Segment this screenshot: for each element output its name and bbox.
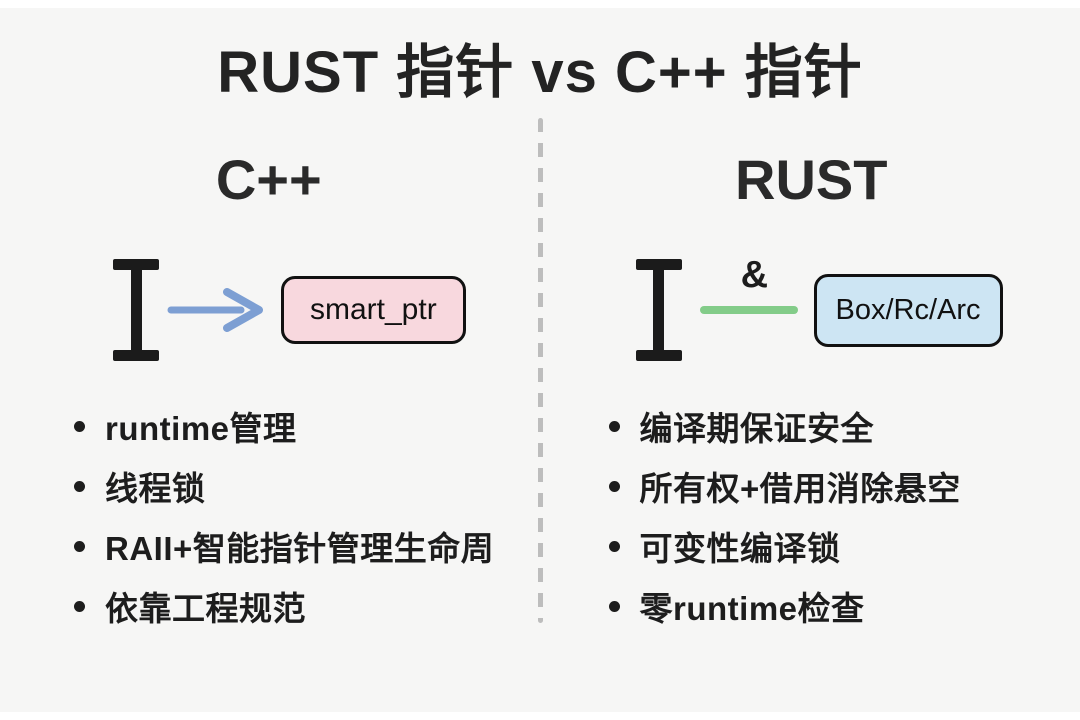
bullet-dot-icon	[608, 540, 620, 552]
page-title: RUST 指针 vs C++ 指针	[217, 40, 863, 105]
borrow-connector: &	[699, 254, 798, 314]
bullet-text: 所有权+借用消除悬空	[639, 470, 961, 507]
bullet-dot-icon	[74, 600, 85, 612]
pointer-symbol-icon	[113, 259, 159, 361]
bullet-dot-icon	[74, 540, 85, 552]
list-item: 所有权+借用消除悬空	[608, 466, 1080, 507]
arrow-right-icon	[167, 288, 263, 332]
ampersand-label: &	[740, 254, 769, 296]
bullet-text: 线程锁	[105, 470, 206, 507]
bullet-text: 可变性编译锁	[639, 530, 841, 567]
bullet-dot-icon	[74, 420, 85, 432]
column-cpp: C++ smart_ptr ru	[0, 108, 538, 646]
list-item: 编译期保证安全	[608, 406, 1080, 447]
cpp-smart-ptr-box: smart_ptr	[281, 276, 466, 344]
column-rust: RUST & Box/Rc/Arc	[543, 108, 1080, 646]
cpp-pointer-diagram: smart_ptr	[113, 258, 538, 362]
ibeam-stem	[653, 270, 664, 350]
bullet-dot-icon	[608, 480, 620, 492]
bullet-dot-icon	[74, 480, 85, 492]
bullet-text: 编译期保证安全	[639, 410, 874, 447]
list-item: RAII+智能指针管理生命周	[74, 526, 538, 567]
diagram-canvas: RUST 指针 vs C++ 指针 C++ smart_ptr	[0, 8, 1080, 712]
ibeam-bottom-bar	[635, 350, 682, 361]
column-rust-heading: RUST	[735, 148, 888, 211]
ibeam-stem	[130, 270, 142, 350]
list-item: 零runtime检查	[608, 586, 1080, 627]
bullet-dot-icon	[608, 600, 620, 612]
bullet-text: RAII+智能指针管理生命周	[105, 530, 495, 567]
list-item: runtime管理	[74, 406, 538, 447]
rust-bullet-list: 编译期保证安全 所有权+借用消除悬空 可变性编译锁 零runtime检查	[608, 406, 1080, 627]
pointer-symbol-icon	[635, 259, 682, 361]
rust-pointer-diagram: & Box/Rc/Arc	[635, 254, 1080, 362]
ibeam-top-bar	[113, 259, 159, 270]
bullet-text: 依靠工程规范	[105, 590, 306, 627]
green-line-icon	[699, 306, 798, 314]
bullet-dot-icon	[608, 420, 620, 432]
dashed-divider	[537, 118, 543, 623]
column-cpp-heading: C++	[215, 148, 322, 211]
ibeam-bottom-bar	[113, 350, 159, 361]
rust-box-rc-arc-box: Box/Rc/Arc	[813, 273, 1003, 347]
bullet-text: runtime管理	[105, 410, 297, 447]
ibeam-top-bar	[635, 259, 682, 270]
bullet-text: 零runtime检查	[639, 590, 865, 627]
cpp-bullet-list: runtime管理 线程锁 RAII+智能指针管理生命周 依靠工程规范	[74, 406, 538, 627]
list-item: 可变性编译锁	[608, 526, 1080, 567]
comparison-columns: C++ smart_ptr ru	[0, 108, 1080, 646]
list-item: 依靠工程规范	[74, 586, 538, 627]
list-item: 线程锁	[74, 466, 538, 507]
